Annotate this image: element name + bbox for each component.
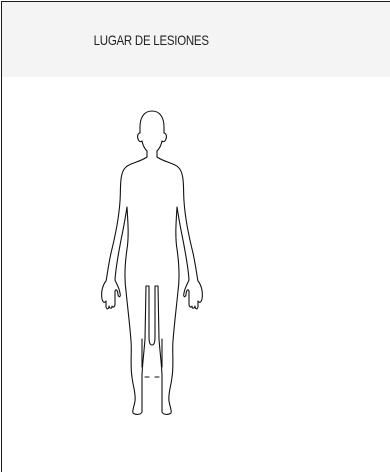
body-diagram-cell	[1, 77, 302, 472]
injury-location-heading: LUGAR DE LESIONES	[93, 31, 210, 48]
table-header-injury-location: LUGAR DE LESIONES	[1, 1, 302, 78]
empty-notes-cell[interactable]	[301, 77, 390, 472]
human-body-outline-icon	[101, 110, 203, 415]
table-header-empty-column	[301, 1, 390, 78]
